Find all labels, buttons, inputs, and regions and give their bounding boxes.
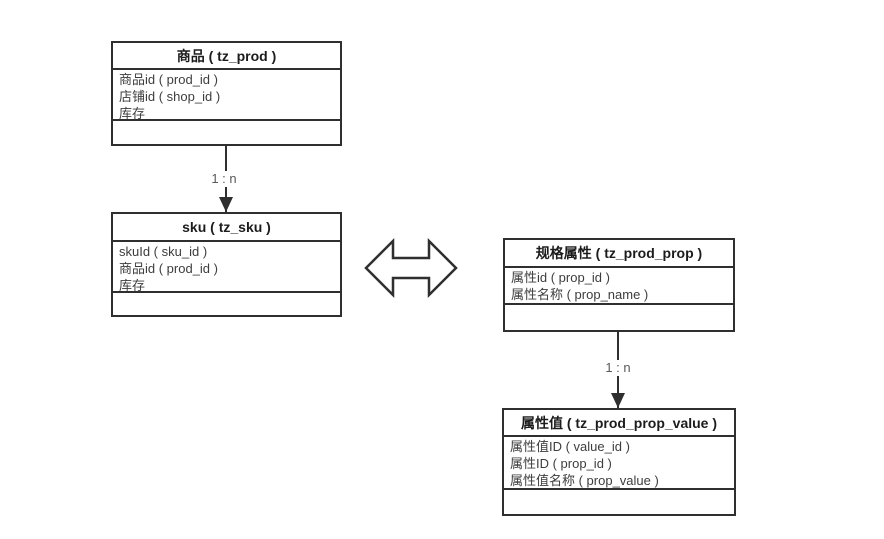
relation-double-arrow-icon [364,237,458,299]
field-row: 属性名称 ( prop_name ) [511,287,649,302]
entity-prod-prop-fields: 属性id ( prop_id ) 属性名称 ( prop_name ) [505,268,733,305]
entity-sku: sku ( tz_sku ) skuId ( sku_id ) 商品id ( p… [111,212,342,317]
field-row: 属性id ( prop_id ) [511,270,610,285]
entity-prod-prop-title: 规格属性 ( tz_prod_prop ) [505,240,733,268]
entity-prod-prop-empty-compartment [505,305,733,330]
entity-prod-prop-value-title: 属性值 ( tz_prod_prop_value ) [504,410,734,437]
arrowhead-down-icon [611,393,625,408]
entity-prod-prop: 规格属性 ( tz_prod_prop ) 属性id ( prop_id ) 属… [503,238,735,332]
entity-sku-empty-compartment [113,293,340,315]
arrowhead-down-icon [219,197,233,212]
connector-prop-value-label: 1 : n [592,360,644,376]
entity-sku-title: sku ( tz_sku ) [113,214,340,242]
field-row: 商品id ( prod_id ) [119,261,218,276]
field-row: 库存 [119,106,146,121]
field-row: 属性值ID ( value_id ) [510,439,630,454]
entity-prod-title: 商品 ( tz_prod ) [113,43,340,70]
entity-prod-empty-compartment [113,121,340,144]
field-row: skuId ( sku_id ) [119,244,208,259]
field-row: 店铺id ( shop_id ) [119,89,221,104]
entity-prod-prop-value-fields: 属性值ID ( value_id ) 属性ID ( prop_id ) 属性值名… [504,437,734,490]
entity-prod-prop-value-empty-compartment [504,490,734,514]
field-row: 属性值名称 ( prop_value ) [510,473,659,488]
entity-prod: 商品 ( tz_prod ) 商品id ( prod_id ) 店铺id ( s… [111,41,342,146]
entity-sku-fields: skuId ( sku_id ) 商品id ( prod_id ) 库存 [113,242,340,293]
field-row: 属性ID ( prop_id ) [510,456,612,471]
entity-prod-fields: 商品id ( prod_id ) 店铺id ( shop_id ) 库存 [113,70,340,121]
entity-prod-prop-value: 属性值 ( tz_prod_prop_value ) 属性值ID ( value… [502,408,736,516]
field-row: 商品id ( prod_id ) [119,72,218,87]
field-row: 库存 [119,278,146,293]
connector-prod-sku-label: 1 : n [198,171,250,187]
